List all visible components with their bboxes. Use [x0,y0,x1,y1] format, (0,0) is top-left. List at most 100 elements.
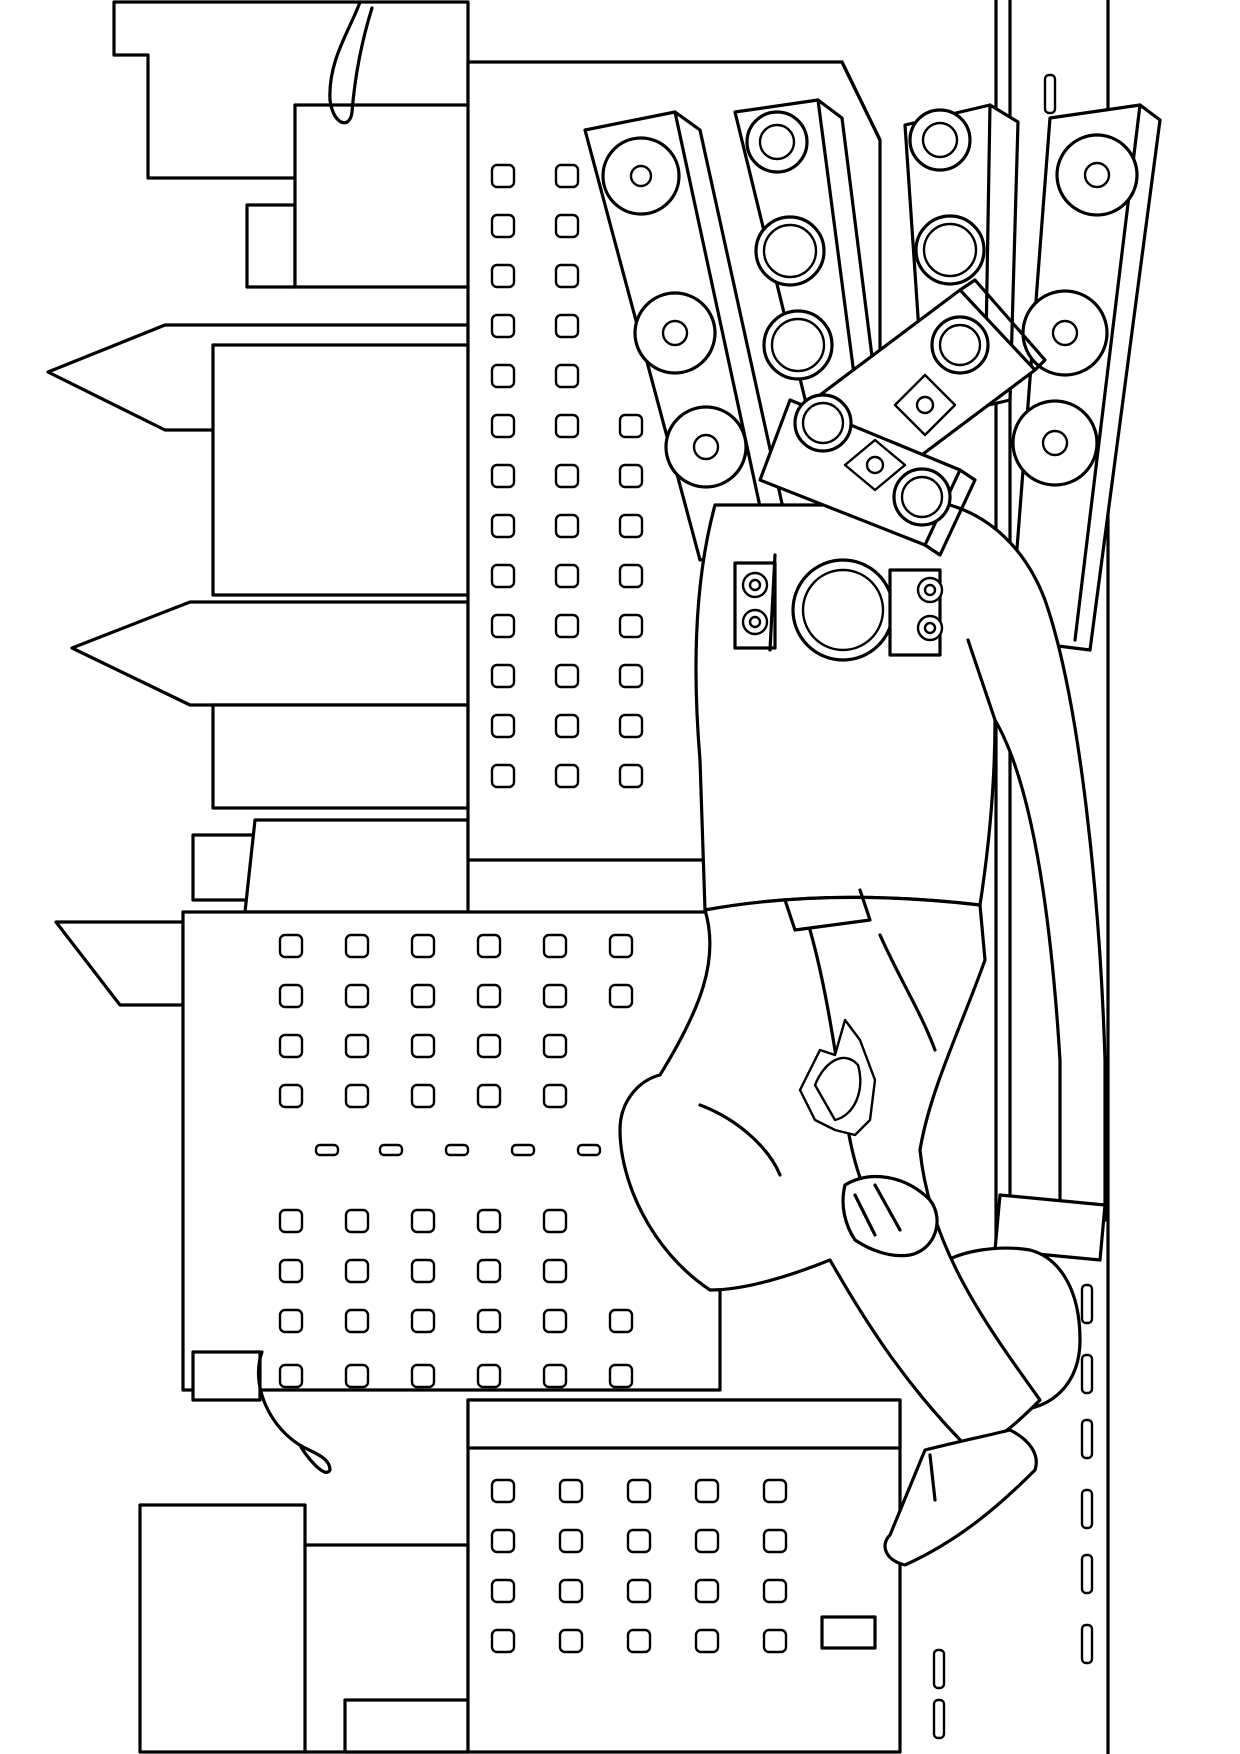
window [490,313,516,339]
window [608,933,634,959]
window [554,713,580,739]
window [554,363,580,389]
speaker-cone-center [692,433,720,461]
chest-speaker-driver-center [923,583,937,597]
tower-upper-windows [490,163,644,789]
speaker-cone-center [629,164,653,188]
window [762,1528,788,1554]
window [694,1478,720,1504]
speaker-cone-center [1083,161,1111,189]
tower-upper-corner [840,60,882,142]
window [554,313,580,339]
second-hand-finger [873,1183,902,1232]
window [542,1083,568,1109]
head-speaker-cone-inner [801,401,845,445]
window [558,1628,584,1654]
small-block-lower [191,1350,262,1402]
window [618,663,644,689]
window [344,1083,370,1109]
window [558,1578,584,1604]
window [762,1478,788,1504]
window [542,1208,568,1234]
chest-speaker-driver-center [748,615,762,629]
speaker-cone-center [1041,429,1069,457]
building-bottom-corner [343,1698,470,1754]
window [542,1308,568,1334]
window [476,1083,502,1109]
window [278,1208,304,1234]
road-dash [1080,1553,1094,1595]
window [490,463,516,489]
sweater-arm-crease [966,638,997,722]
window [476,1363,502,1389]
window [476,933,502,959]
window [344,1033,370,1059]
spire-three [54,920,185,1007]
tower-one [211,343,470,597]
window [490,1528,516,1554]
window [626,1628,652,1654]
building-wide-slots [314,1143,602,1157]
chest-speaker-center-inner [801,568,885,652]
shoe [883,1428,1038,1567]
antenna-hook-top [328,0,374,125]
speaker-cone-center [1051,319,1079,347]
window [344,1258,370,1284]
window-tower-lower [466,1398,902,1754]
window [554,213,580,239]
pants-pocket [878,933,937,1052]
tweeter-center [865,455,885,475]
window [490,213,516,239]
window [618,563,644,589]
window-slot [510,1143,536,1157]
speaker-cone-center [661,319,689,347]
window [490,613,516,639]
window [278,1083,304,1109]
window [490,1478,516,1504]
window [618,463,644,489]
road-dash [932,1698,946,1740]
window [694,1628,720,1654]
pants [618,888,1042,1452]
head-speaker-cone-inner [900,475,944,519]
window [476,983,502,1009]
window [476,1208,502,1234]
window [694,1528,720,1554]
tweeter-center [915,395,935,415]
window-slot [314,1143,340,1157]
window [554,163,580,189]
window [542,1363,568,1389]
road-dash [932,1648,946,1690]
window [410,1083,436,1109]
window [618,613,644,639]
window [558,1478,584,1504]
speaker-cone-center [922,222,978,278]
road-dash [1080,1418,1094,1460]
window [618,513,644,539]
window [490,563,516,589]
window-slot [378,1143,404,1157]
road-dash [1080,1353,1094,1395]
window [344,983,370,1009]
building-step [293,176,470,289]
road-dash [1080,1623,1094,1665]
window [554,763,580,789]
window [278,1258,304,1284]
window [542,1258,568,1284]
head-speaker-lower-depth [923,468,977,557]
road-dash [1080,1488,1094,1530]
window [410,1363,436,1389]
window [554,463,580,489]
tower-lower-body [466,1398,902,1754]
antenna-hook-bottom [256,1350,332,1474]
tower-lower-door [820,1615,877,1650]
window [694,1578,720,1604]
chest-speakers [733,553,944,662]
window [554,613,580,639]
speakerman-figure [583,98,1162,1567]
window [476,1258,502,1284]
window [490,763,516,789]
window [490,1578,516,1604]
window [490,263,516,289]
